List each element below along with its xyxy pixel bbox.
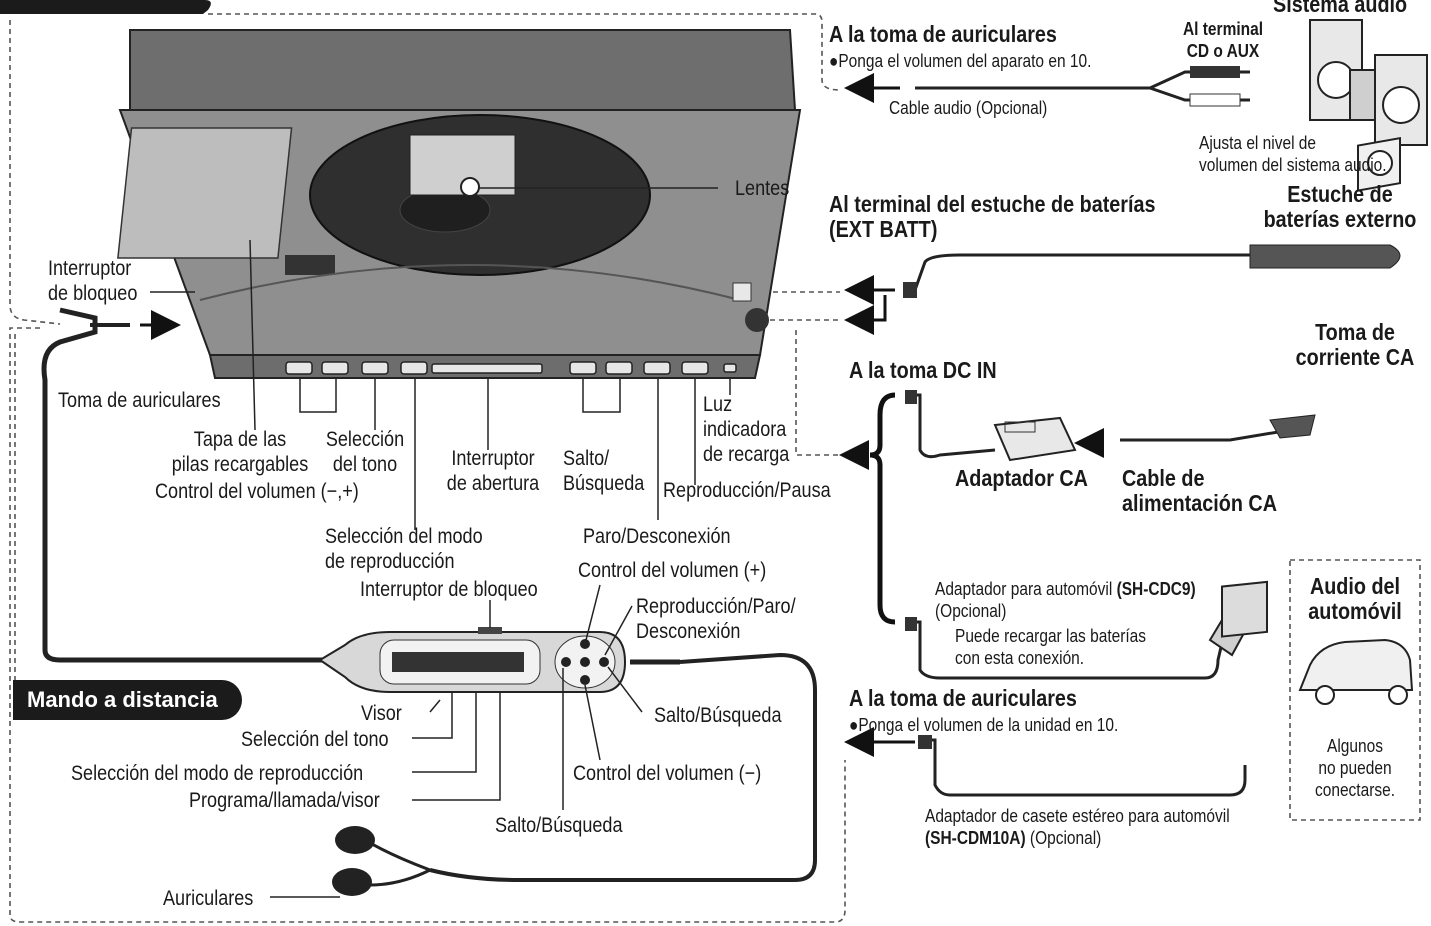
audio-system-title: Sistema audio [1273,0,1408,17]
remote-section-tab: Mando a distancia [13,680,242,720]
audio-note: ●Ponga el volumen del aparato en 10. [829,51,1092,71]
car-headphone-heading: A la toma de auriculares [849,685,1077,711]
remote-vol-plus-label: Control del volumen (+) [578,559,767,582]
remote-skip-bottom-label: Salto/Búsqueda [495,814,623,837]
remote-play-stop-label: Reproducción/Paro/ Desconexión [636,595,796,643]
headphone-plug [41,307,340,663]
remote-display-label: Visor [361,702,402,725]
dc-in-connection [839,136,1401,625]
pointer-lines [150,187,731,530]
play-mode-label: Selección del modo de reproducción [325,525,483,573]
play-pause-label: Reproducción/Pausa [663,479,831,502]
open-switch-label: Interruptor de abertura [446,447,540,495]
lentes-label: Lentes [735,177,790,200]
remote-mode-label: Selección del modo de reproducción [71,762,364,785]
recharge-note: Puede recargar las baterías con esta con… [955,626,1147,668]
earphones-label: Auriculares [163,887,254,910]
remote-program-label: Programa/llamada/visor [189,789,380,812]
charge-light-label: Luz indicadora de recarga [703,393,790,466]
ac-adapter-label: Adaptador CA [955,465,1088,491]
battery-case-label: Estuche de baterías externo [1263,181,1417,232]
audio-adjust-label: Ajusta el nivel de volumen del sistema a… [1199,133,1387,175]
remote-vol-minus-label: Control del volumen (−) [573,762,762,785]
remote-pointer-lines [270,584,643,898]
cd-player [117,29,802,379]
lock-switch-label: Interruptor de bloqueo [48,257,138,305]
ac-cable-label: Cable de alimentación CA [1122,465,1277,516]
cassette-adapter-label: Adaptador de casete estéreo para automóv… [925,806,1230,848]
audio-cable [844,66,1250,107]
header-tab [0,0,211,14]
remote-tone-label: Selección del tono [241,728,389,751]
dashed-frames [9,13,1421,923]
cassette-adapter [844,580,1268,797]
headphone-jack-label: Toma de auriculares [58,389,221,412]
battery-heading: Al terminal del estuche de baterías (EXT… [829,191,1156,242]
remote-skip-right-label: Salto/Búsqueda [654,704,782,727]
tone-select-label: Selección del tono [325,428,405,476]
aux-terminal-label: Al terminal CD o AUX [1182,19,1264,61]
dc-in-heading: A la toma DC IN [849,357,997,383]
car-illustration [1298,638,1414,705]
car-headphone-note: ●Ponga el volumen de la unidad en 10. [849,715,1119,735]
audio-heading: A la toma de auriculares [829,21,1057,47]
car-adapter-label: Adaptador para automóvil (SH-CDC9) (Opci… [935,579,1196,621]
car-audio-note: Algunos no pueden conectarse. [1314,736,1396,800]
remote-control [318,627,817,896]
battery-connection [732,244,1401,335]
audio-system-illustration [1309,19,1428,146]
car-audio-title: Audio del automóvil [1308,573,1402,624]
stop-off-label: Paro/Desconexión [583,525,731,548]
outlet-label: Toma de corriente CA [1295,319,1415,370]
skip-search-label: Salto/ Búsqueda [563,447,645,495]
remote-lock-label: Interruptor de bloqueo [360,578,538,601]
audio-cable-label: Cable audio (Opcional) [889,98,1048,118]
battery-cover-label: Tapa de las pilas recargables [171,428,309,476]
volume-control-label: Control del volumen (−,+) [155,480,359,503]
